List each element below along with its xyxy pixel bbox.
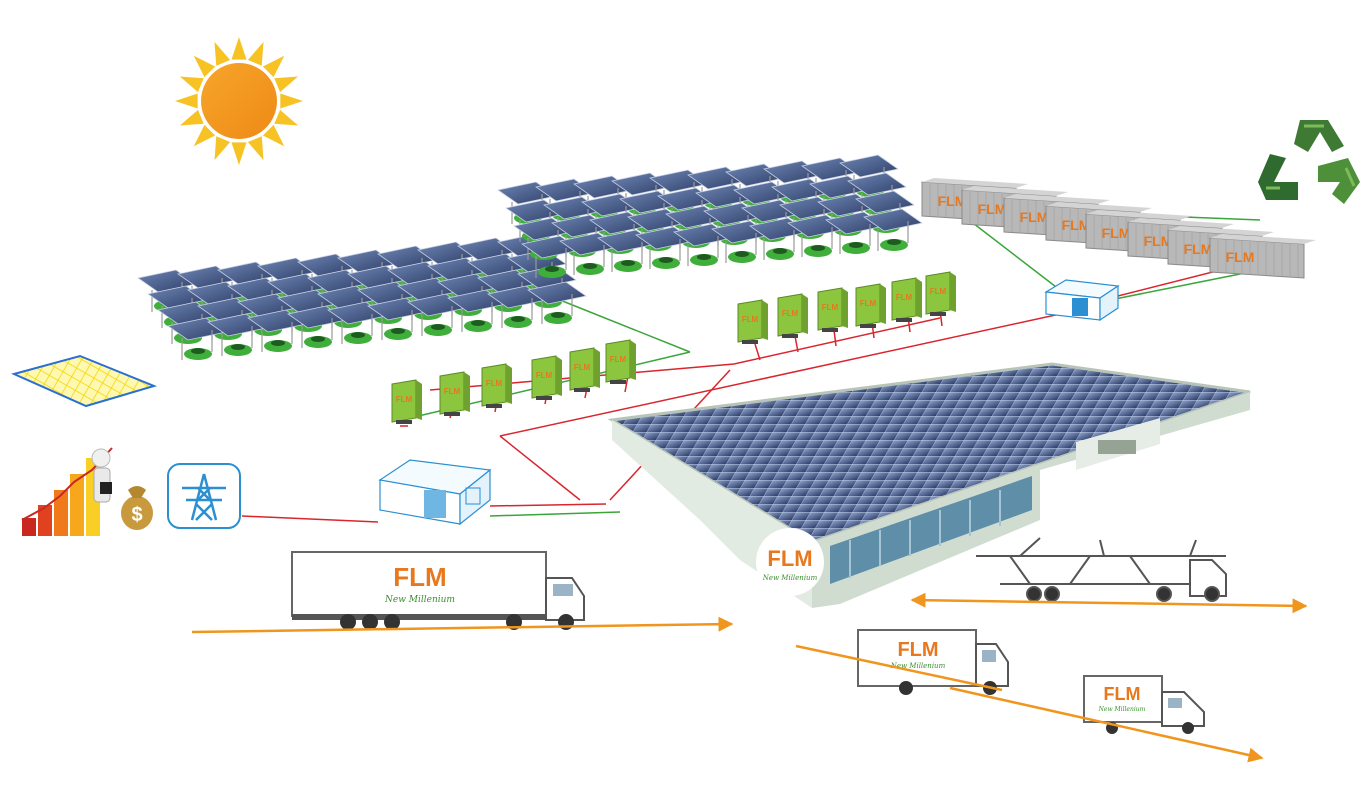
inverter: FLM <box>439 371 470 416</box>
sun-ray <box>214 41 231 66</box>
sun-ray <box>280 93 303 109</box>
inverter-logo-text: FLM <box>822 303 839 312</box>
land-plot-icon <box>11 354 158 408</box>
sun-ray <box>274 109 299 126</box>
inverter: FLM <box>925 271 956 316</box>
inverter: FLM <box>531 355 562 400</box>
warehouse-building: FLM New Millenium <box>607 362 1251 608</box>
inverter-logo-text: FLM <box>396 395 413 404</box>
sun-ray <box>231 142 247 165</box>
medium-truck-tagline: New Millenium <box>890 662 946 670</box>
delivery-van-small: FLM New Millenium <box>1083 675 1205 734</box>
logistics-flow-arrows <box>191 592 1308 763</box>
container-logo-text: FLM <box>1226 249 1255 265</box>
container-logo-text: FLM <box>1184 241 1213 257</box>
sun-ray <box>231 37 247 60</box>
inverter: FLM <box>605 339 636 384</box>
container-logo-text: FLM <box>978 201 1007 217</box>
inverter-logo-text: FLM <box>930 287 947 296</box>
inverter-logo-text: FLM <box>742 315 759 324</box>
inverter-logo-text: FLM <box>444 387 461 396</box>
building-logo-text: FLM <box>767 546 812 571</box>
recycle-icon <box>1258 114 1360 206</box>
semi-truck-tagline: New Millenium <box>384 595 455 605</box>
container-logo-text: FLM <box>1020 209 1049 225</box>
battery-storage-containers: FLM FLM FLM FLM FLM FLM FLM FLM <box>921 178 1316 279</box>
transformer-substation-left <box>378 459 492 526</box>
sun-ray <box>262 55 285 78</box>
van-logo-text: FLM <box>1104 684 1141 704</box>
inverter: FLM <box>891 277 922 322</box>
sun-icon <box>175 37 303 165</box>
inverter-logo-text: FLM <box>574 363 591 372</box>
inverter: FLM <box>391 379 422 424</box>
building-logo-tagline: New Millenium <box>762 574 818 582</box>
container-logo-text: FLM <box>1062 217 1091 233</box>
inverter: FLM <box>737 299 768 344</box>
solar-carport <box>863 208 923 251</box>
inverter: FLM <box>777 293 808 338</box>
inverter-row: FLM FLM FLM FLM FLM FLM FLM FLM FLM FLM FLM FLM <box>391 271 956 424</box>
sun-ray <box>274 76 299 93</box>
inverter-logo-text: FLM <box>486 379 503 388</box>
sun-ray <box>262 124 285 147</box>
inverter-logo-text: FLM <box>610 355 627 364</box>
sun-ray <box>247 136 264 161</box>
battery-container: FLM <box>1209 234 1316 279</box>
inverter: FLM <box>817 287 848 332</box>
inverter: FLM <box>569 347 600 392</box>
container-logo-text: FLM <box>1102 225 1131 241</box>
sun-ray <box>179 109 204 126</box>
transformer-substation-right <box>1044 279 1120 322</box>
sun-ray <box>247 41 264 66</box>
box-truck-medium: FLM New Millenium <box>857 629 1009 695</box>
sun-ray <box>214 136 231 161</box>
medium-truck-logo-text: FLM <box>897 639 938 661</box>
semi-truck: FLM New Millenium <box>291 551 585 630</box>
container-logo-text: FLM <box>1144 233 1173 249</box>
inverter-logo-text: FLM <box>782 309 799 318</box>
sun-ray <box>175 93 198 109</box>
power-pylon-icon <box>167 463 241 529</box>
inverter: FLM <box>855 283 886 328</box>
inverter-logo-text: FLM <box>536 371 553 380</box>
car-carrier-truck <box>976 537 1227 602</box>
sun-ray <box>193 124 216 147</box>
svg-text:$: $ <box>131 504 142 526</box>
sun-ray <box>179 76 204 93</box>
inverter-logo-text: FLM <box>896 293 913 302</box>
solar-carport <box>527 281 587 324</box>
semi-truck-logo-text: FLM <box>393 562 446 592</box>
finance-growth-icon: $ <box>21 447 153 536</box>
solar-carport-array <box>137 154 923 360</box>
inverter-logo-text: FLM <box>860 299 877 308</box>
van-tagline: New Millenium <box>1098 706 1146 713</box>
inverter: FLM <box>481 363 512 408</box>
container-logo-text: FLM <box>938 193 967 209</box>
sun-ray <box>193 55 216 78</box>
